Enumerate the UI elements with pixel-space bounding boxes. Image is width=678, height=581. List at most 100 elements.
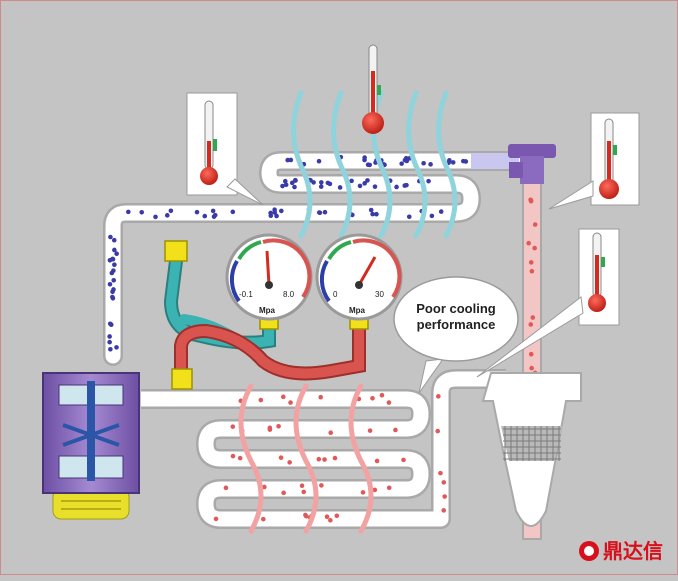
refrigerant-dot: [299, 483, 305, 488]
refrigerant-dot: [367, 162, 373, 168]
refrigerant-dot: [111, 237, 117, 243]
refrigerant-dot: [107, 321, 113, 327]
gauge-high-max-label: 30: [375, 290, 384, 299]
callout-line-1: Poor cooling: [416, 301, 496, 316]
refrigerant-dot: [107, 334, 112, 339]
thermometer-icon: [362, 44, 384, 134]
condenser-coil: [141, 369, 506, 529]
refrigerant-dot: [301, 489, 307, 495]
refrigerant-dot: [213, 516, 219, 522]
refrigerant-dot: [530, 315, 536, 320]
refrigerant-dot: [374, 211, 379, 217]
refrigerant-dot: [528, 260, 534, 265]
refrigerant-dot: [370, 395, 375, 401]
watermark-logo: 鼎达信: [579, 539, 663, 563]
gauge-high-unit: Mpa: [349, 306, 366, 315]
refrigerant-dot: [210, 208, 216, 214]
refrigerant-dot: [164, 213, 170, 218]
refrigerant-dot: [267, 427, 273, 432]
refrigerant-dot: [278, 455, 284, 460]
refrigerant-dot: [316, 158, 322, 164]
refrigerant-dot: [528, 351, 534, 357]
refrigerant-dot: [441, 480, 447, 485]
refrigerant-dot: [393, 427, 398, 433]
refrigerant-dot: [316, 456, 322, 462]
compressor-icon: [42, 372, 140, 520]
thermometer-icon: [548, 112, 640, 210]
gauge-low-min-label: -0.1: [239, 290, 253, 299]
refrigerant-dot: [292, 184, 297, 190]
refrigerant-dot: [311, 180, 316, 185]
refrigerant-dot: [230, 209, 236, 215]
refrigerant-dot: [276, 423, 281, 429]
refrigerant-dot: [406, 214, 412, 220]
refrigerant-dot: [368, 207, 374, 213]
evaporator-outlet-gradient: [471, 153, 519, 169]
refrigerant-dot: [285, 157, 290, 163]
refrigerant-dot: [357, 183, 363, 189]
refrigerant-dot: [532, 245, 537, 251]
refrigerant-dot: [230, 424, 236, 429]
refrigerant-dot: [386, 485, 392, 491]
refrigerant-dot: [111, 287, 116, 292]
refrigerant-dot: [108, 234, 113, 240]
refrigerant-dot: [114, 345, 119, 350]
refrigerant-dot: [111, 277, 117, 283]
refrigerant-dot: [532, 222, 538, 227]
refrigerant-dot: [349, 178, 354, 184]
poor-cooling-callout: Poor cooling performance: [393, 276, 519, 394]
refrigerant-dot: [258, 397, 264, 403]
refrigerant-dot: [112, 247, 117, 253]
high-side-hose: [174, 314, 366, 381]
refrigerant-dot: [379, 392, 385, 398]
evaporator-air-waves: [291, 90, 458, 239]
refrigerant-dot: [526, 240, 531, 246]
refrigerant-dot: [404, 182, 409, 188]
refrigerant-dot: [280, 394, 286, 400]
refrigerant-dot: [139, 209, 145, 215]
refrigerant-dot: [288, 400, 293, 405]
refrigerant-dot: [318, 184, 324, 189]
pressure-gauge-high-icon: 0 30 Mpa: [315, 233, 403, 321]
refrigerant-dot: [319, 180, 324, 185]
refrigerant-dot: [109, 270, 115, 276]
refrigerant-dot: [322, 209, 328, 215]
refrigerant-dot: [237, 455, 243, 461]
refrigerant-dot: [337, 185, 343, 190]
refrigerant-dot: [281, 490, 286, 496]
thermometer-icon: [476, 228, 620, 378]
refrigerant-dot: [153, 214, 158, 220]
refrigerant-dot: [211, 214, 217, 219]
refrigerant-dot: [223, 485, 229, 491]
refrigerant-dot: [332, 455, 338, 461]
refrigerant-dot: [370, 211, 375, 217]
refrigerant-dot: [528, 322, 534, 327]
refrigerant-dot: [399, 161, 404, 166]
refrigerant-dot: [108, 346, 113, 352]
watermark-text: 鼎达信: [603, 539, 663, 563]
refrigerant-dot: [168, 208, 174, 214]
refrigerant-dot: [426, 178, 431, 184]
refrigerant-dot: [289, 180, 295, 186]
refrigerant-dot: [261, 516, 266, 522]
refrigerant-dot: [324, 514, 330, 520]
refrigerant-dot: [107, 282, 113, 287]
gauge-high-min-label: 0: [333, 290, 338, 299]
refrigerant-dot: [428, 162, 433, 167]
refrigerant-dot: [322, 457, 327, 462]
refrigerant-dot: [303, 512, 308, 518]
refrigerant-dot: [110, 256, 115, 262]
refrigerant-dot: [421, 160, 426, 166]
refrigerant-dot: [328, 430, 334, 436]
refrigerant-dot: [374, 458, 380, 464]
refrigerant-dot: [435, 428, 441, 434]
refrigerant-dot: [268, 213, 274, 219]
refrigerant-dot: [438, 209, 444, 214]
refrigerant-dot: [110, 294, 115, 300]
refrigerant-dot: [287, 460, 292, 465]
refrigerant-dot: [365, 178, 370, 183]
condenser-heat-waves: [238, 383, 374, 534]
refrigerant-dot: [529, 365, 534, 371]
refrigerant-dot: [114, 251, 119, 256]
refrigerant-dot: [372, 487, 378, 493]
